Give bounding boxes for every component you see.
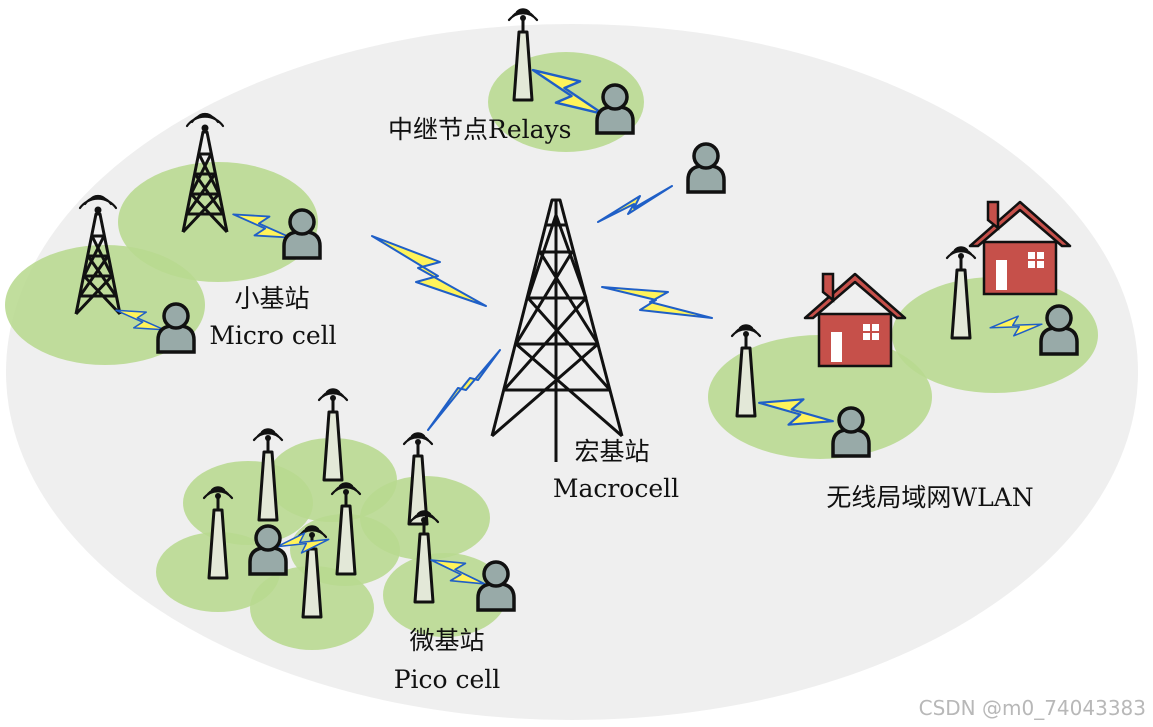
pico-cell-label-zh: 微基站 <box>409 626 484 655</box>
macro-user-icon <box>686 142 726 194</box>
micro-user-bottom-icon <box>156 302 196 354</box>
micro-cell-label-zh: 小基站 <box>234 284 309 313</box>
macro-link-user-icon <box>597 185 673 223</box>
wlan-label: 无线局域网WLAN <box>826 483 1033 512</box>
relays-label: 中继节点Relays <box>388 115 571 144</box>
wlan-cell-right <box>892 277 1098 393</box>
wlan-user-right-icon <box>1039 304 1079 356</box>
pico-user-left-icon <box>248 524 288 576</box>
macrocell-tower-icon <box>490 198 624 462</box>
watermark: CSDN @m0_74043383 <box>919 696 1146 720</box>
relay-user-icon <box>595 83 635 135</box>
micro-user-top-icon <box>282 208 322 260</box>
pico-cell-6 <box>383 553 507 637</box>
macro-link-pico-icon <box>427 349 501 431</box>
macrocell-label-zh: 宏基站 <box>574 437 649 466</box>
micro-cell-bottom <box>5 245 205 365</box>
macrocell-label-en: Macrocell <box>553 474 679 503</box>
macro-link-wlan-icon <box>601 286 713 319</box>
pico-cell-label-en: Pico cell <box>394 665 501 694</box>
wlan-user-left-icon <box>831 406 871 458</box>
macro-link-micro-icon <box>371 235 487 307</box>
micro-cell-label-en: Micro cell <box>209 321 336 350</box>
pico-user-right-icon <box>476 560 516 612</box>
